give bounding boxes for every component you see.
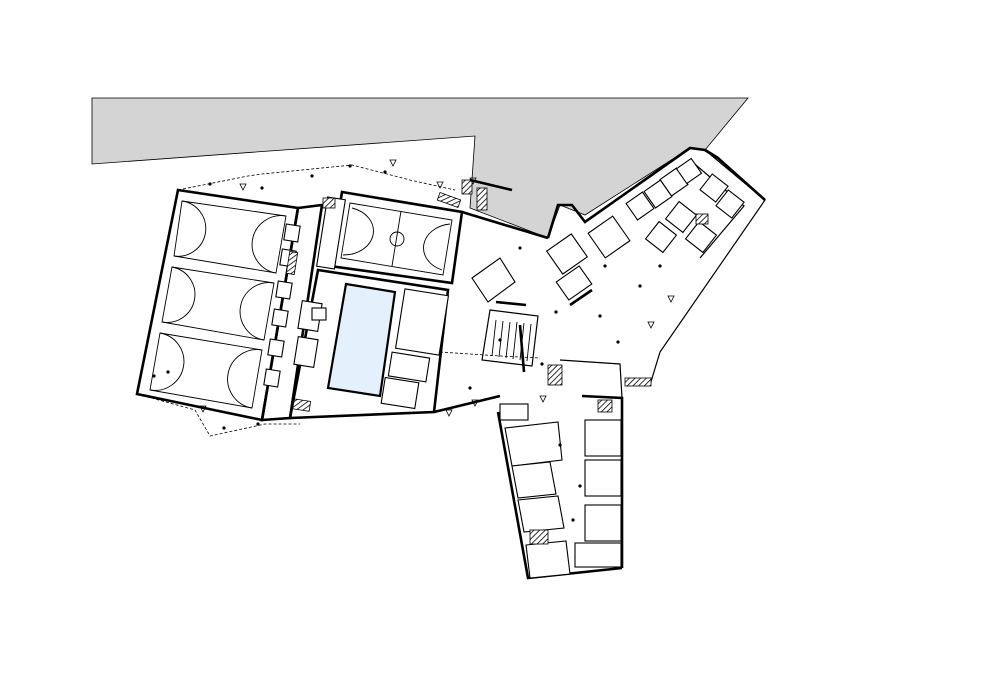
court-2 bbox=[161, 266, 275, 341]
south-wing bbox=[496, 359, 624, 580]
staircase bbox=[481, 309, 539, 367]
column-markers bbox=[152, 164, 662, 522]
basketball-hall bbox=[316, 190, 464, 285]
site-boundary-east bbox=[625, 149, 766, 386]
pool-hall bbox=[288, 268, 450, 420]
east-entrance-steps bbox=[624, 377, 652, 387]
swimming-pool bbox=[326, 282, 397, 398]
central-lobby bbox=[433, 178, 549, 414]
canopy-outline-west bbox=[177, 164, 456, 191]
external-area bbox=[91, 97, 749, 239]
entrance-markers bbox=[199, 159, 675, 417]
court-1 bbox=[173, 200, 287, 274]
canopy-outline-south bbox=[136, 393, 300, 437]
court-3 bbox=[149, 332, 263, 409]
east-wing bbox=[545, 146, 766, 307]
